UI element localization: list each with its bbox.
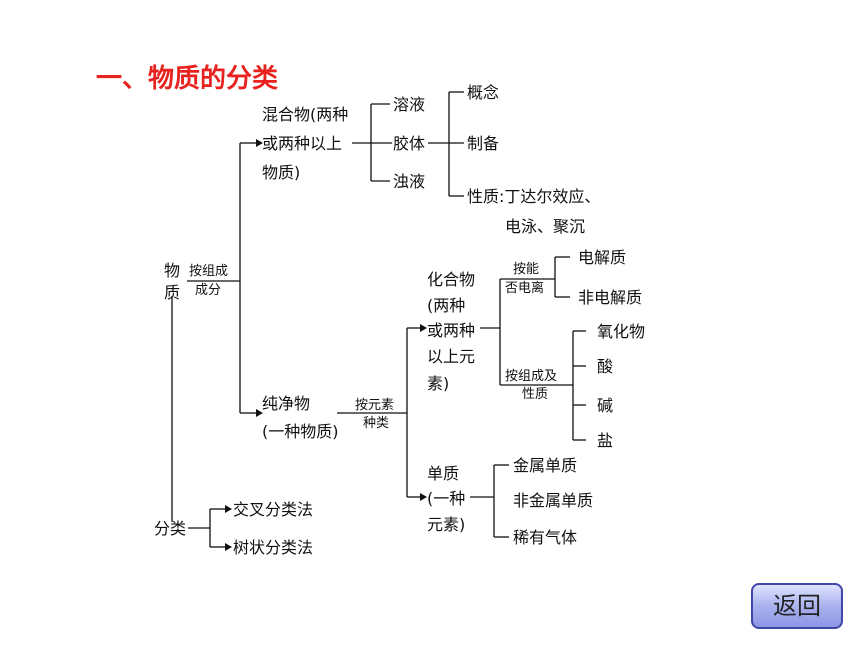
back-button[interactable]: 返回 [751, 583, 843, 629]
node-concept: 概念 [467, 83, 500, 102]
node-compound-1: 化合物 [427, 270, 476, 289]
node-base: 碱 [597, 396, 614, 415]
edge-label-by-ionize-1: 按能 [513, 262, 540, 277]
node-electrolyte: 电解质 [578, 248, 627, 267]
node-properties-2: 电泳、聚沉 [505, 217, 586, 236]
node-pure-1: 纯净物 [262, 394, 311, 413]
node-pure-2: (一种物质) [262, 422, 339, 441]
node-metal: 金属单质 [513, 456, 578, 475]
node-mixture-2: 或两种以上 [262, 134, 343, 153]
edge-label-by-composition-1: 按组成 [189, 264, 229, 279]
node-element-1: 单质 [427, 464, 460, 483]
node-acid: 酸 [597, 357, 614, 376]
edge-label-by-comp-prop-2: 性质 [522, 387, 549, 402]
node-suspension: 浊液 [393, 172, 426, 191]
node-noble-gas: 稀有气体 [513, 528, 578, 547]
edge-label-by-element-1: 按元素 [355, 398, 395, 413]
node-mixture-3: 物质) [262, 163, 301, 182]
node-colloid: 胶体 [393, 134, 426, 153]
node-cross-classification: 交叉分类法 [233, 500, 314, 519]
edge-label-by-comp-prop-1: 按组成及 [505, 369, 558, 384]
node-properties-1: 性质:丁达尔效应、 [467, 187, 601, 206]
node-nonmetal: 非金属单质 [513, 491, 594, 510]
node-classify: 分类 [154, 519, 187, 538]
edge-label-by-ionize-2: 否电离 [505, 281, 545, 296]
node-mixture-1: 混合物(两种 [262, 105, 349, 124]
node-element-3: 元素) [427, 515, 466, 534]
node-compound-4: 以上元 [427, 347, 476, 366]
node-compound-3: 或两种 [427, 321, 476, 340]
node-preparation: 制备 [467, 134, 500, 153]
node-compound-2: (两种 [427, 296, 466, 315]
edge-label-by-element-2: 种类 [363, 416, 390, 431]
node-wuzhi-1: 物 [164, 261, 181, 280]
node-oxide: 氧化物 [597, 322, 646, 341]
node-element-2: (一种 [427, 489, 466, 508]
node-tree-classification: 树状分类法 [233, 538, 314, 557]
node-compound-5: 素) [427, 374, 450, 393]
node-wuzhi-2: 质 [164, 283, 181, 302]
edge-label-by-composition-2: 成分 [195, 283, 222, 298]
node-nonelectrolyte: 非电解质 [578, 288, 643, 307]
node-solution: 溶液 [393, 95, 426, 114]
node-salt: 盐 [597, 431, 614, 450]
page-title: 一、物质的分类 [96, 64, 279, 94]
